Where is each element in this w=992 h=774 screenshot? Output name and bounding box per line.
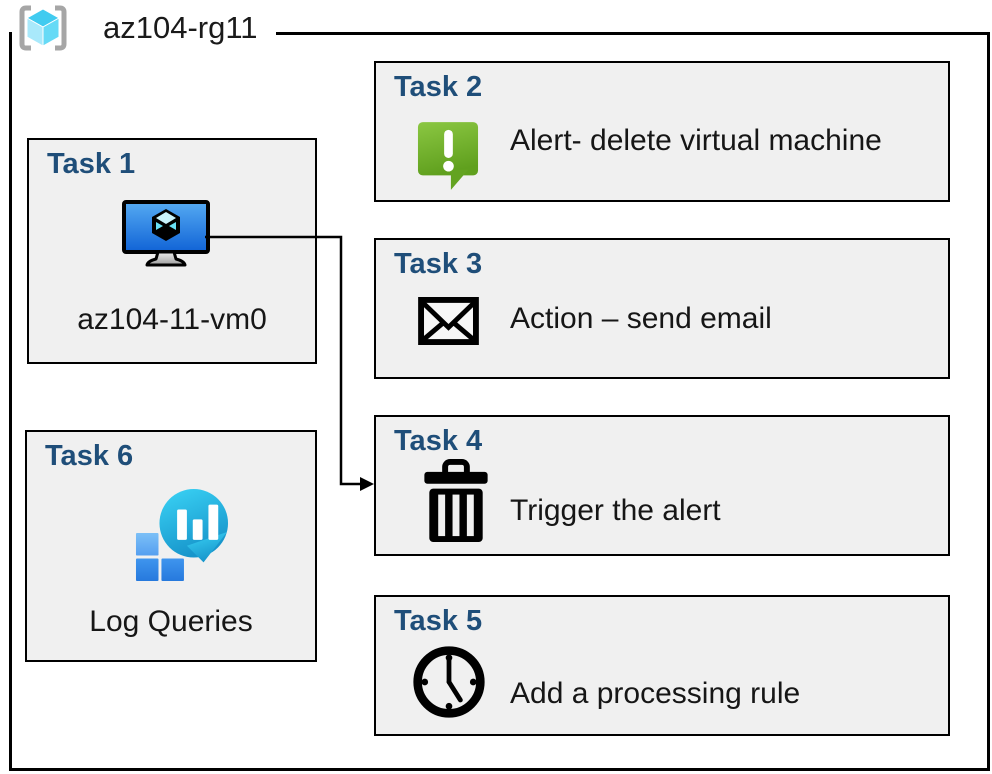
task-6-box: Task 6 Log Queries [25,430,317,662]
alert-icon [417,122,479,190]
email-icon [418,297,479,345]
log-queries-icon [135,488,229,581]
task-2-label: Task 2 [394,71,483,103]
task-4-box: Task 4 Trigger the alert [374,415,950,556]
task-2-box: Task 2 Alert- delete virtual machine [374,61,950,202]
resource-group-header: az104-rg11 [12,0,276,56]
task-6-text: Log Queries [89,605,253,638]
task-5-box: Task 5 Add a processing rule [374,595,950,736]
task-3-text: Action – send email [510,302,772,335]
trash-icon [424,459,488,543]
task-1-text: az104-11-vm0 [77,303,267,336]
task-4-text: Trigger the alert [510,494,721,527]
task-5-label: Task 5 [394,605,483,637]
virtual-machine-icon [122,200,210,267]
task-4-label: Task 4 [394,425,483,457]
task-2-text: Alert- delete virtual machine [510,124,882,157]
clock-icon [413,646,485,718]
task-6-label: Task 6 [45,440,134,472]
task-3-label: Task 3 [394,248,483,280]
resource-group-icon [19,5,67,51]
task-1-box: Task 1 az104-11-vm0 [27,138,317,364]
task-3-box: Task 3 Action – send email [374,238,950,379]
task-5-text: Add a processing rule [510,677,801,710]
task-1-label: Task 1 [47,148,136,180]
resource-group-title: az104-rg11 [103,10,258,45]
